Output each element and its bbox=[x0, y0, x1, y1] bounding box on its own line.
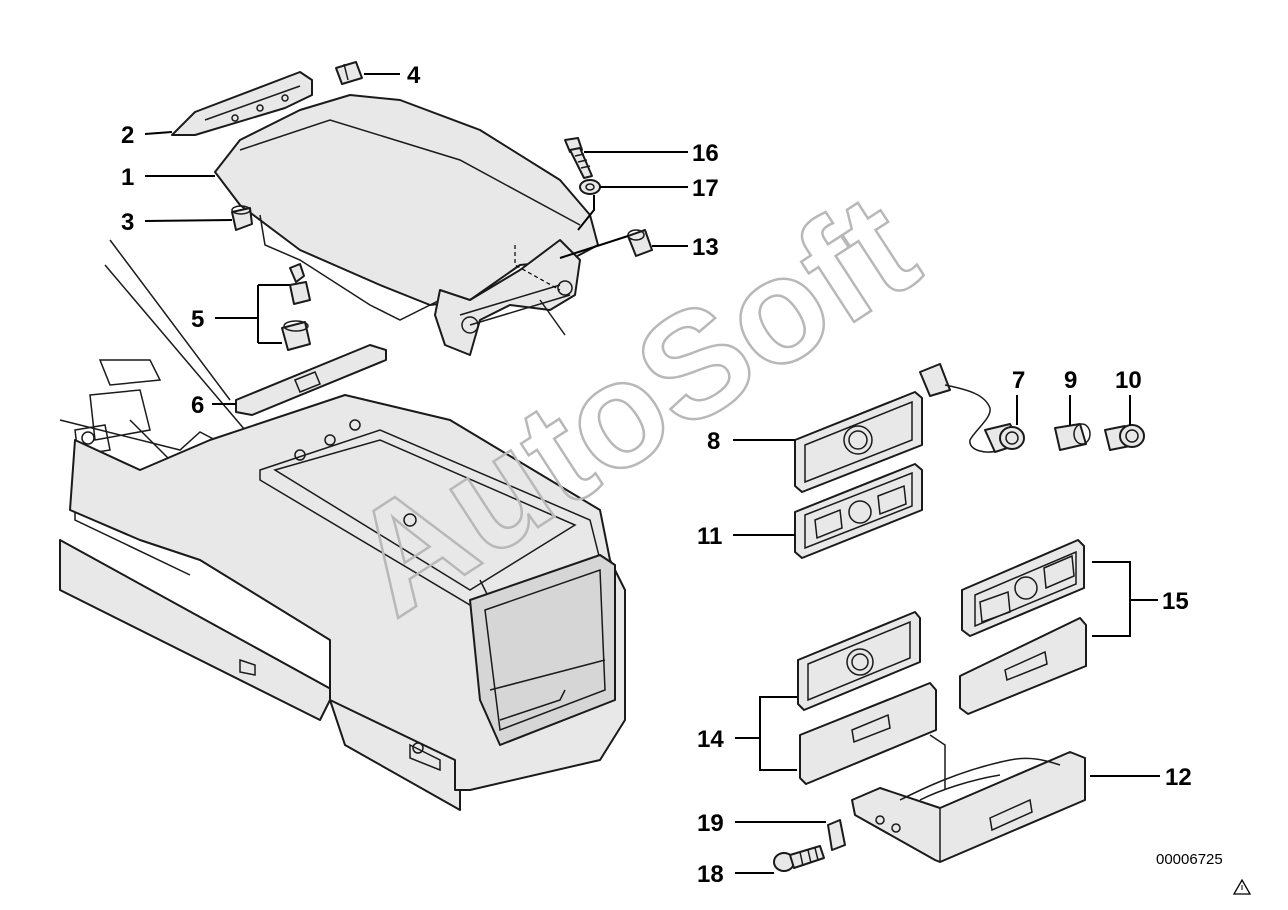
part-19-clip bbox=[827, 819, 846, 851]
callout-9: 9 bbox=[1064, 367, 1077, 394]
armrest-lid bbox=[214, 94, 599, 356]
part-18-screw bbox=[773, 845, 825, 872]
callout-19: 19 bbox=[697, 810, 724, 837]
part-2-trim bbox=[171, 71, 313, 136]
part-17-washer bbox=[579, 179, 601, 195]
part-16-screw bbox=[564, 137, 593, 179]
part-11-frame bbox=[794, 463, 923, 559]
callout-7: 7 bbox=[1012, 367, 1025, 394]
part-5-rivets bbox=[281, 263, 311, 351]
callout-10: 10 bbox=[1115, 367, 1142, 394]
leader-lines bbox=[144, 73, 1160, 874]
callout-17: 17 bbox=[692, 175, 719, 202]
callout-12: 12 bbox=[1165, 764, 1192, 791]
callout-14: 14 bbox=[697, 726, 724, 753]
part-12-ashtray bbox=[851, 734, 1086, 863]
part-14-panel-set bbox=[797, 611, 937, 785]
callout-13: 13 bbox=[692, 234, 719, 261]
callout-8: 8 bbox=[707, 428, 720, 455]
part-7-socket bbox=[919, 363, 1025, 453]
part-6-cover bbox=[235, 344, 387, 416]
callout-3: 3 bbox=[121, 209, 134, 236]
callout-4: 4 bbox=[407, 62, 421, 89]
callout-2: 2 bbox=[121, 122, 134, 149]
callout-1: 1 bbox=[121, 164, 134, 191]
callout-16: 16 bbox=[692, 140, 719, 167]
callout-5: 5 bbox=[191, 306, 204, 333]
callout-11: 11 bbox=[697, 523, 722, 550]
callout-18: 18 bbox=[697, 861, 724, 888]
part-4-clip bbox=[335, 61, 363, 85]
part-15-panel-set bbox=[959, 539, 1087, 715]
part-10-plug bbox=[1104, 424, 1145, 451]
part-13-bush bbox=[627, 229, 653, 257]
callout-numbers: 1 2 3 4 5 6 7 8 9 10 11 12 13 14 15 16 1… bbox=[121, 62, 1192, 888]
callout-15: 15 bbox=[1162, 588, 1189, 615]
document-id: 00006725 bbox=[1156, 851, 1223, 868]
warning-triangle-icon bbox=[1232, 878, 1252, 895]
part-3-buffer bbox=[231, 205, 253, 231]
part-9-insert bbox=[1054, 423, 1091, 451]
part-8-frame bbox=[794, 391, 923, 493]
callout-6: 6 bbox=[191, 392, 204, 419]
center-console bbox=[59, 239, 626, 811]
